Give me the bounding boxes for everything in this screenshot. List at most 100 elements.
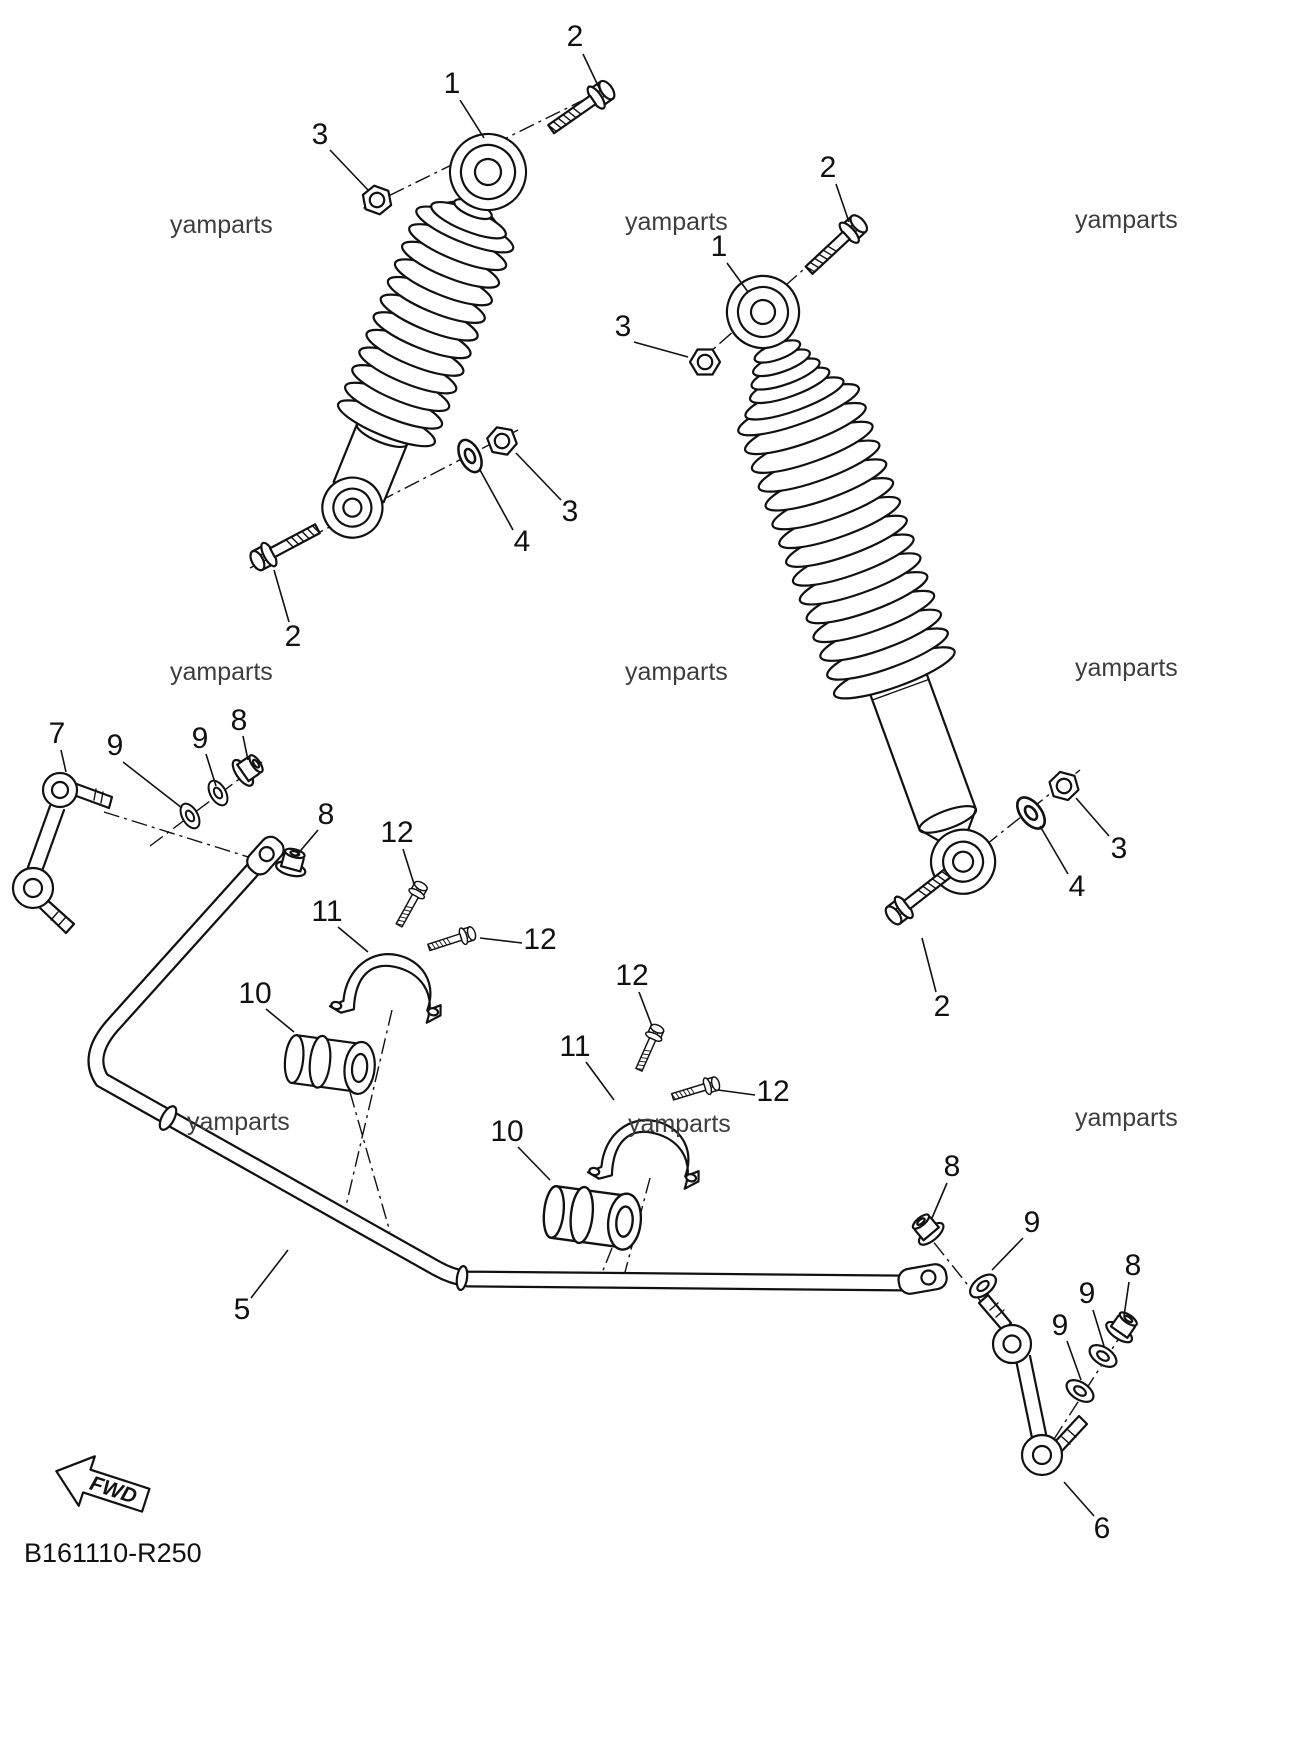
washer — [175, 799, 205, 833]
hex-nut — [483, 424, 521, 458]
callout-leader-line — [1066, 1340, 1082, 1381]
hex-nut — [688, 348, 722, 376]
watermark-text: yamparts — [1075, 654, 1178, 682]
callout-leader-line — [402, 848, 415, 885]
callout-12: 12 — [756, 1075, 789, 1108]
mount-bolt — [799, 209, 873, 281]
callout-2: 2 — [567, 20, 584, 53]
callout-leader-line — [265, 1008, 295, 1033]
callout-2: 2 — [285, 620, 302, 653]
callout-leader-line — [479, 937, 523, 944]
watermark-text: yamparts — [1075, 1104, 1178, 1132]
callout-leader-line — [459, 99, 485, 139]
callout-leader-line — [60, 749, 67, 773]
washer — [203, 776, 233, 810]
diagram-code: B161110-R250 — [24, 1538, 202, 1568]
callout-3: 3 — [312, 118, 329, 151]
bar-collar-ring — [455, 1264, 469, 1292]
callout-9: 9 — [1079, 1277, 1096, 1310]
callout-leader-line — [517, 1146, 551, 1181]
callout-leader-line — [122, 761, 183, 809]
bracket-bolt — [670, 1074, 721, 1105]
callout-leader-line — [1063, 1481, 1095, 1517]
callout-4: 4 — [514, 525, 531, 558]
watermark-text: yamparts — [628, 1110, 731, 1138]
watermark-text: yamparts — [1075, 206, 1178, 234]
hex-nut — [357, 182, 397, 218]
callout-leader-line — [205, 753, 217, 787]
callout-leader-line — [1092, 1309, 1105, 1347]
callout-8: 8 — [231, 704, 248, 737]
callout-leader-line — [1039, 825, 1069, 875]
washer — [964, 1268, 1002, 1304]
callout-leader-line — [638, 991, 653, 1027]
callout-3: 3 — [615, 310, 632, 343]
callout-leader-line — [991, 1237, 1024, 1271]
callout-2: 2 — [934, 990, 951, 1023]
watermark-text: yamparts — [170, 211, 273, 239]
shock-absorber-right — [725, 274, 997, 895]
mount-bolt — [542, 75, 620, 141]
callout-leader-line — [250, 1249, 289, 1299]
callout-leader-line — [295, 829, 319, 857]
callout-3: 3 — [1111, 832, 1128, 865]
callout-leader-line — [717, 1089, 756, 1096]
callout-leader-line — [835, 183, 850, 223]
watermark-text: yamparts — [187, 1108, 290, 1136]
callout-leader-line — [515, 452, 562, 501]
bracket-bolt — [392, 879, 431, 930]
bar-end-tab-left — [246, 835, 285, 876]
hex-nut — [1045, 768, 1083, 804]
callout-6: 6 — [1094, 1512, 1111, 1545]
washer — [452, 434, 488, 478]
callout-9: 9 — [1024, 1206, 1041, 1239]
callout-9: 9 — [107, 729, 124, 762]
callout-1: 1 — [711, 230, 728, 263]
callout-leader-line — [337, 926, 369, 953]
callout-9: 9 — [1052, 1309, 1069, 1342]
callout-leader-line — [242, 735, 249, 761]
mount-bolt — [880, 862, 957, 931]
annotations-layer: yamparts yamparts yamparts yamparts yamparts… — [49, 20, 1178, 1545]
stabilizer-link-right — [977, 1293, 1089, 1477]
washer — [1010, 791, 1052, 835]
bracket-bolt — [631, 1022, 666, 1073]
callout-leader-line — [582, 53, 602, 93]
callout-10: 10 — [490, 1115, 523, 1148]
callout-8: 8 — [944, 1150, 961, 1183]
stabilizer-link-left — [11, 771, 114, 935]
callout-11: 11 — [559, 1030, 590, 1063]
callout-leader-line — [273, 569, 290, 623]
bar-collar-ring — [158, 1105, 178, 1131]
callout-12: 12 — [615, 959, 648, 992]
mount-bolt — [245, 516, 325, 576]
callout-leader-line — [1123, 1281, 1130, 1317]
watermark-text: yamparts — [625, 208, 728, 236]
bar-end-tab-right — [897, 1263, 948, 1295]
watermark-text: yamparts — [170, 658, 273, 686]
callout-1: 1 — [444, 67, 461, 100]
callout-4: 4 — [1069, 870, 1086, 903]
stabilizer-bushing-1 — [281, 1031, 379, 1097]
callout-3: 3 — [562, 495, 579, 528]
callout-leader-line — [585, 1061, 615, 1101]
flange-nut — [905, 1207, 948, 1250]
callout-9: 9 — [192, 722, 209, 755]
callout-leader-line — [726, 262, 749, 293]
watermark-text: yamparts — [625, 658, 728, 686]
callout-10: 10 — [238, 977, 271, 1010]
flange-nut — [1102, 1306, 1144, 1348]
callout-8: 8 — [1125, 1249, 1142, 1282]
callout-8: 8 — [318, 798, 335, 831]
flange-nut — [227, 748, 269, 790]
callout-leader-line — [329, 149, 369, 191]
callout-2: 2 — [820, 151, 837, 184]
callout-5: 5 — [234, 1293, 251, 1326]
callout-11: 11 — [311, 895, 342, 928]
stabilizer-bushing-2 — [539, 1181, 645, 1253]
callout-leader-line — [931, 1182, 948, 1219]
fwd-arrow: FWD — [55, 1455, 151, 1513]
callout-7: 7 — [49, 717, 66, 750]
